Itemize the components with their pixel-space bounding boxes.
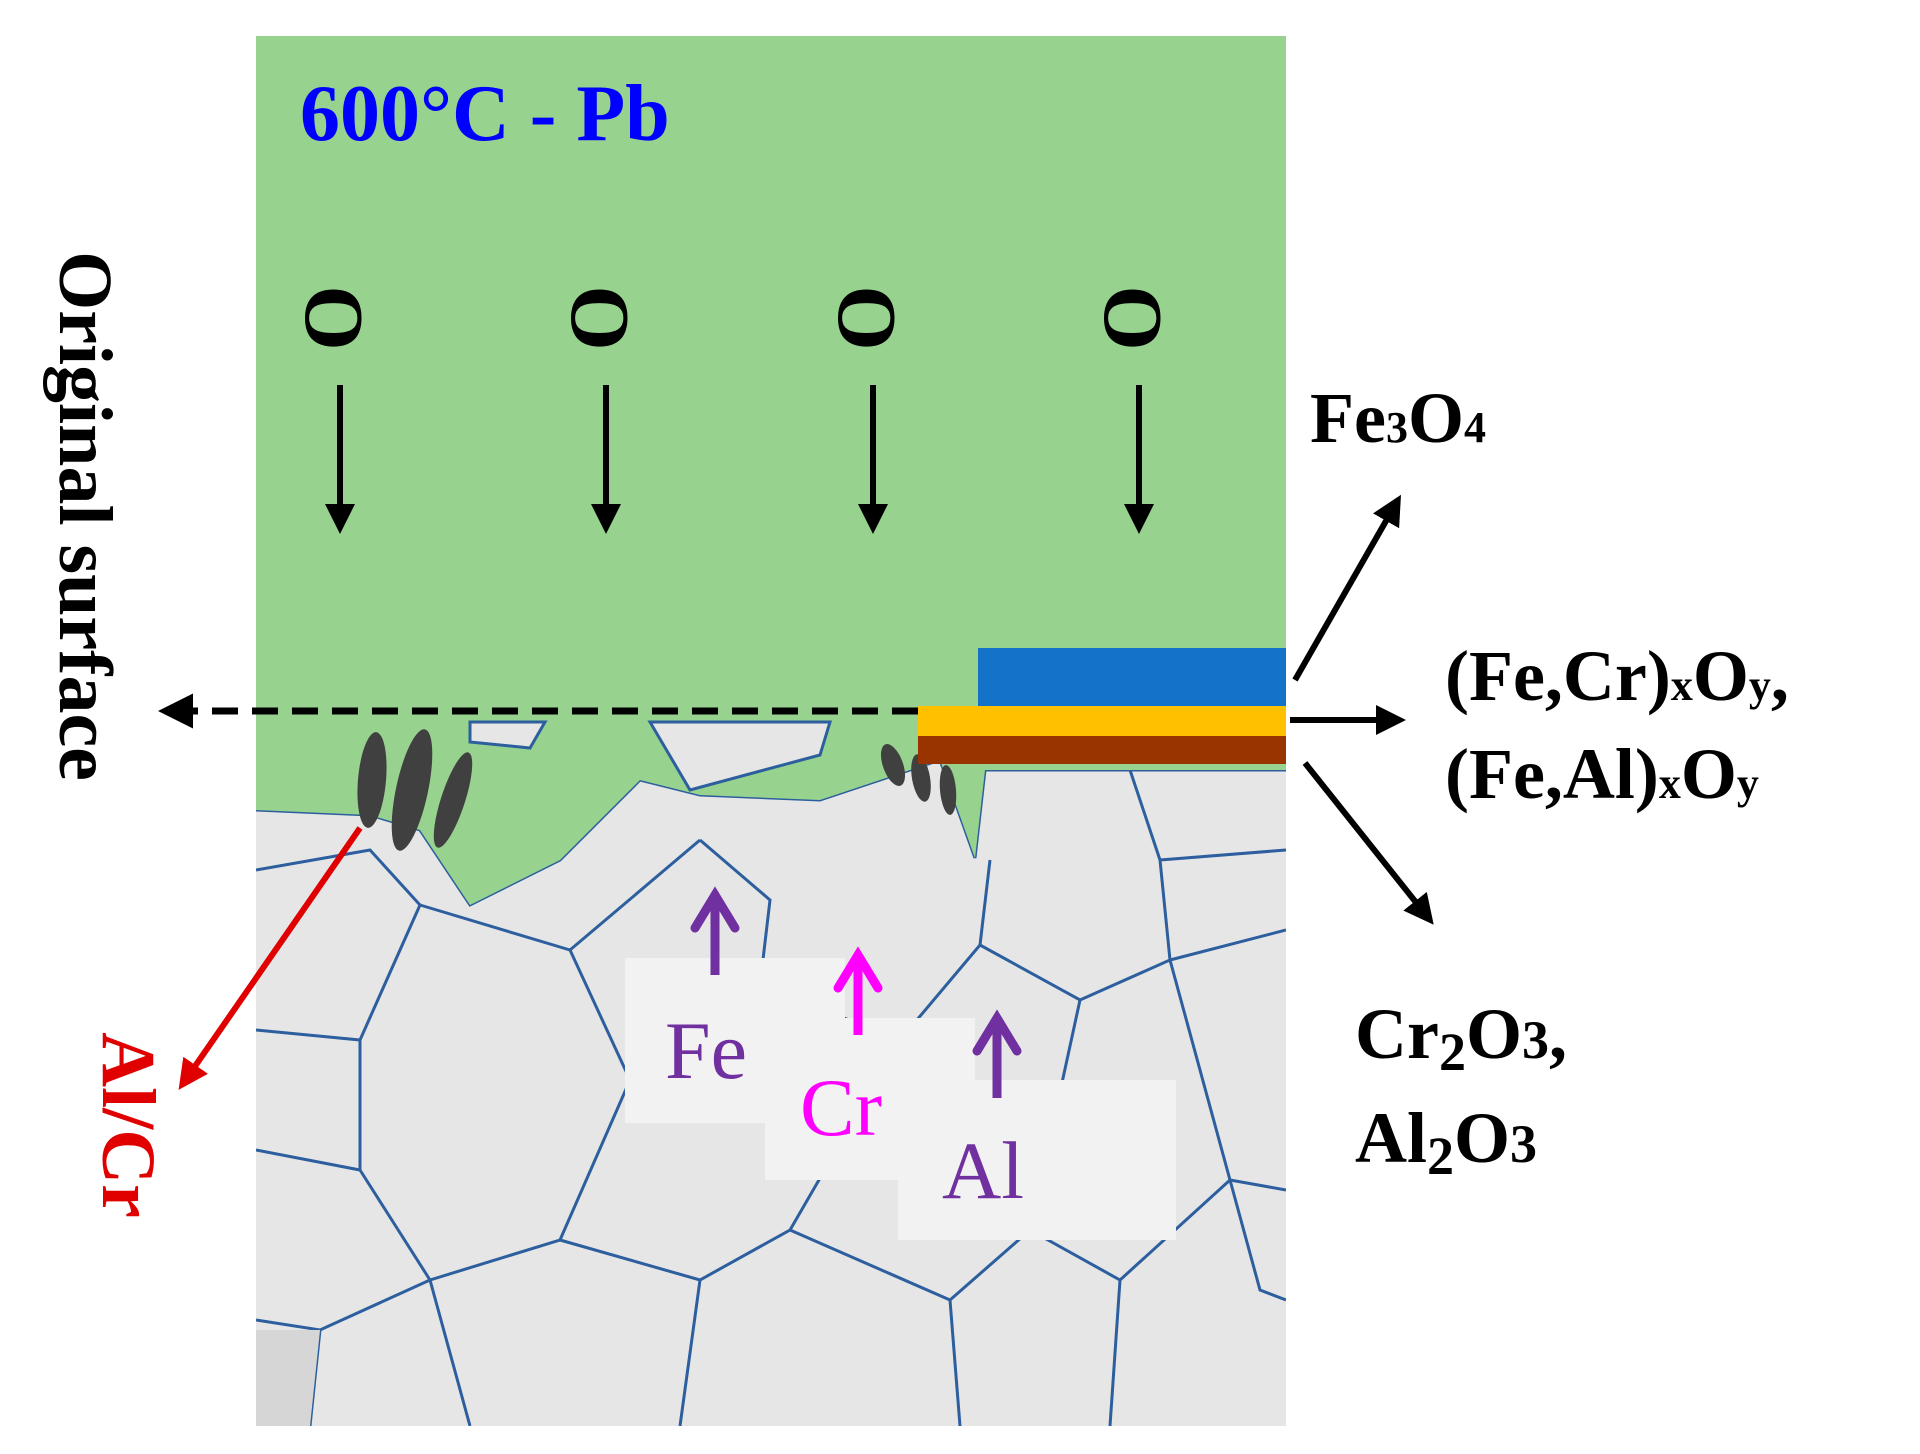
oxide-label-al2o3: Al2O3	[1355, 1098, 1537, 1186]
oxygen-label: O	[1086, 285, 1179, 350]
oxygen-label: O	[820, 285, 913, 350]
alcr-arrow	[178, 826, 363, 1090]
grain-tip-2	[647, 720, 833, 792]
arrow-to-chromia-alumina	[1302, 761, 1434, 925]
alcr-label: Al/Cr	[86, 1032, 170, 1218]
original-surface-label: Original surface	[43, 251, 127, 781]
oxide-label-fe3o4: Fe3O4	[1310, 378, 1486, 458]
oxygen-label: O	[287, 285, 380, 350]
oxide-label-fecr: (Fe,Cr)xOy,	[1445, 636, 1789, 716]
al-arrow-head	[972, 1009, 1022, 1056]
condition-title: 600°C - Pb	[300, 70, 670, 158]
label-backdrop-al	[898, 1080, 1176, 1240]
oxide-label-feal: (Fe,Al)xOy	[1445, 734, 1759, 814]
arrow-to-fe3o4	[1292, 494, 1401, 682]
oxide-layer-outer	[978, 648, 1286, 706]
corner-grain	[256, 1330, 320, 1426]
element-label-cr: Cr	[800, 1062, 882, 1153]
oxygen-diffusion: O O O O	[287, 285, 1179, 534]
element-label-fe: Fe	[665, 1005, 747, 1096]
oxygen-label: O	[553, 285, 646, 350]
element-label-al: Al	[942, 1125, 1024, 1216]
fe-arrow-head	[690, 886, 740, 933]
cr-arrow-head	[833, 946, 883, 993]
oxide-layer-inner	[918, 736, 1286, 764]
oxide-layer-middle	[918, 706, 1286, 736]
internal-oxide-particles	[357, 729, 957, 851]
outward-diffusion: Fe Cr Al	[625, 886, 1176, 1240]
oxide-label-cr2o3: Cr2O3,	[1355, 994, 1567, 1082]
grain-tip-1	[468, 720, 548, 750]
